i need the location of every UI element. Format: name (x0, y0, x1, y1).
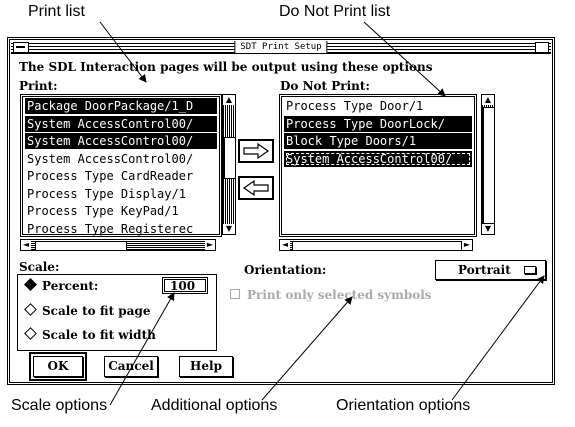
checkbox-icon (230, 289, 240, 299)
do-not-print-list-item[interactable]: Process Type Door/1 (286, 99, 424, 113)
print-list-item[interactable]: Process Type CardReader (27, 169, 194, 183)
do-not-print-list-item[interactable]: System AccessControl00/ (284, 150, 472, 167)
option-menu-icon (524, 266, 536, 274)
callout-orientation-options (451, 275, 545, 401)
callout-additional-options (261, 296, 353, 401)
print-list-item[interactable]: Package DoorPackage/1_D (25, 98, 217, 114)
scale-group: Percent: 100 Scale to fit page Scale to … (17, 274, 217, 351)
print-selected-checkbox[interactable]: Print only selected symbols (230, 288, 432, 302)
orientation-value: Portrait (458, 263, 511, 277)
print-list-item[interactable]: System AccessControl00/ (25, 133, 217, 149)
dialog-header: The SDL Interaction pages will be output… (19, 60, 433, 74)
ok-button[interactable]: OK (29, 352, 87, 381)
scroll-down-icon[interactable]: ▼ (223, 224, 235, 234)
print-list-vscroll[interactable]: ▲ ▼ (222, 94, 236, 235)
do-not-print-list-item[interactable]: Process Type DoorLock/ (284, 115, 472, 132)
annotation-scale-options: Scale options (11, 397, 108, 414)
radio-fit-page[interactable]: Scale to fit page (24, 303, 150, 318)
do-not-print-list-vscroll-thumb[interactable] (483, 107, 495, 224)
move-to-print-button[interactable] (238, 176, 274, 200)
do-not-print-list-hscroll-thumb[interactable] (292, 241, 462, 251)
annotation-print-list: Print list (28, 3, 85, 20)
scroll-up-icon[interactable]: ▲ (482, 95, 494, 105)
callout-scale-options (109, 292, 175, 406)
scale-label: Scale: (19, 260, 60, 274)
scroll-right-icon[interactable]: ► (462, 240, 472, 250)
scroll-left-icon[interactable]: ◄ (21, 240, 31, 250)
annotation-orientation-options: Orientation options (336, 397, 471, 414)
cancel-button[interactable]: Cancel (104, 356, 158, 377)
scroll-left-icon[interactable]: ◄ (280, 240, 290, 250)
print-list-hscroll[interactable]: ◄ ► (20, 239, 216, 251)
title-bar[interactable]: SDT Print Setup (11, 41, 551, 54)
print-list-hscroll-thumb[interactable] (35, 241, 127, 251)
scroll-down-icon[interactable]: ▼ (482, 224, 494, 234)
print-list-item[interactable]: System AccessControl00/ (25, 115, 217, 132)
percent-input[interactable]: 100 (162, 277, 208, 294)
print-list-item[interactable]: System AccessControl00/ (27, 151, 194, 166)
orientation-select[interactable]: Portrait (435, 260, 546, 280)
print-list-item[interactable]: Process Type KeyPad/1 (27, 204, 179, 218)
annotation-do-not-print-list: Do Not Print list (279, 3, 391, 20)
maximize-icon[interactable] (535, 42, 549, 53)
annotation-additional-options: Additional options (151, 397, 278, 414)
print-list-item[interactable]: Process Type Display/1 (27, 186, 186, 201)
print-list-label: Print: (19, 79, 58, 93)
radio-percent[interactable]: Percent: (24, 278, 98, 293)
do-not-print-list-label: Do Not Print: (280, 79, 370, 93)
scroll-right-icon[interactable]: ► (205, 240, 215, 250)
do-not-print-list-hscroll[interactable]: ◄ ► (279, 239, 473, 251)
print-list-item[interactable]: Process Type Registerec (27, 221, 194, 236)
move-to-do-not-print-button[interactable] (238, 139, 274, 163)
arrow-right-icon (243, 142, 270, 160)
arrow-left-icon (242, 179, 269, 197)
window-menu-icon[interactable] (13, 42, 29, 53)
orientation-label: Orientation: (244, 263, 327, 277)
help-button[interactable]: Help (179, 356, 233, 377)
print-setup-dialog: SDT Print Setup The SDL Interaction page… (7, 37, 555, 385)
window-title: SDT Print Setup (234, 41, 328, 53)
do-not-print-list-vscroll[interactable]: ▲ ▼ (481, 94, 495, 235)
callout-do-not-print-list (363, 21, 446, 97)
print-list-vscroll-thumb[interactable] (224, 137, 236, 179)
do-not-print-list-item[interactable]: Block Type Doors/1 (284, 133, 472, 149)
radio-fit-width[interactable]: Scale to fit width (24, 327, 156, 342)
scroll-up-icon[interactable]: ▲ (223, 95, 235, 105)
callout-print-list (99, 21, 147, 83)
